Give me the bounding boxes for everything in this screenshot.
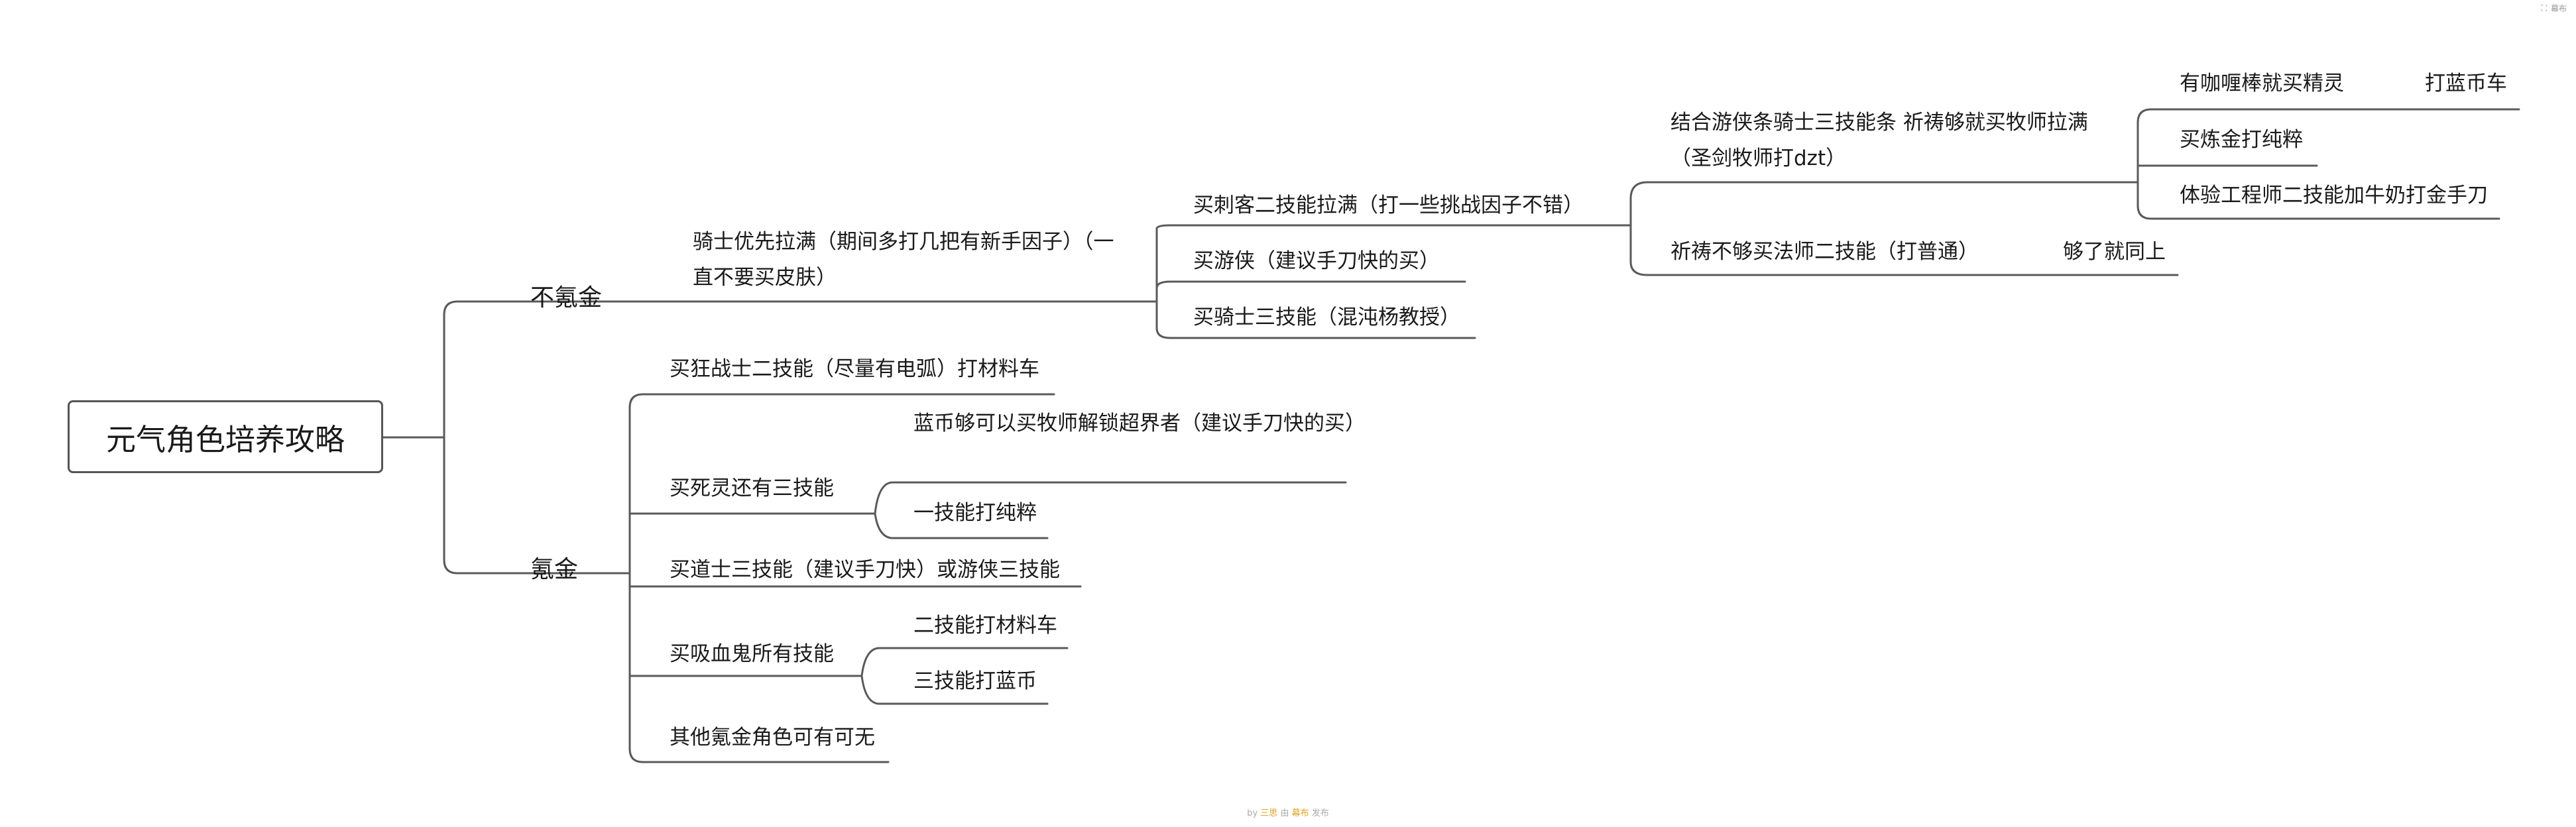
node-free-opt1-a[interactable]: 结合游侠条骑士三技能条 祈祷够就买牧师拉满（圣剑牧师打dzt） xyxy=(1670,111,2088,170)
node-paid-item4-b[interactable]: 三技能打蓝币 xyxy=(913,669,1037,693)
node-paid-item5[interactable]: 其他氪金角色可有可无 xyxy=(670,726,875,749)
node-paid-item1[interactable]: 买狂战士二技能（尽量有电弧）打材料车 xyxy=(670,357,1039,381)
node-free-opt1-b[interactable]: 祈祷不够买法师二技能（打普通） xyxy=(1670,240,1979,264)
node-free-opt3[interactable]: 买骑士三技能（混沌杨教授） xyxy=(1193,305,1460,329)
node-free-opt1-a-1[interactable]: 有咖喱棒就买精灵 xyxy=(2180,72,2344,95)
footer-via: 由 xyxy=(1280,808,1289,818)
fullscreen-icon[interactable]: ⛶ xyxy=(2541,3,2547,13)
root-title: 元气角色培养攻略 xyxy=(105,421,345,457)
fullscreen-control[interactable]: ⛶ 幕布 xyxy=(2542,3,2567,14)
branch-paid[interactable]: 氪金 xyxy=(530,556,579,583)
footer: by 三思 由 幕布 发布 xyxy=(0,806,2576,818)
node-free-opt1-b-1[interactable]: 够了就同上 xyxy=(2063,240,2166,264)
footer-author[interactable]: 三思 xyxy=(1260,808,1278,818)
node-paid-item4-a[interactable]: 二技能打材料车 xyxy=(913,614,1057,637)
node-paid-item2[interactable]: 买死灵还有三技能 xyxy=(670,476,834,500)
node-free-opt1[interactable]: 买刺客二技能拉满（打一些挑战因子不错） xyxy=(1193,193,1584,217)
footer-by: by xyxy=(1247,808,1258,818)
footer-platform[interactable]: 幕布 xyxy=(1291,808,1309,818)
node-paid-item2-b[interactable]: 一技能打纯粹 xyxy=(913,501,1037,525)
root-node[interactable]: 元气角色培养攻略 xyxy=(68,400,383,473)
node-free-opt1-a-3[interactable]: 体验工程师二技能加牛奶打金手刀 xyxy=(2180,184,2488,207)
footer-publish: 发布 xyxy=(1311,808,1329,818)
branch-free[interactable]: 不氪金 xyxy=(530,284,603,311)
node-paid-item2-a[interactable]: 蓝币够可以买牧师解锁超界者（建议手刀快的买） xyxy=(913,412,1366,435)
node-free-item1[interactable]: 骑士优先拉满（期间多打几把有新手因子）（一直不要买皮肤） xyxy=(693,230,1114,290)
node-free-opt1-a-2[interactable]: 买炼金打纯粹 xyxy=(2180,128,2303,152)
fullscreen-label: 幕布 xyxy=(2550,4,2567,13)
node-free-opt1-a-1-1[interactable]: 打蓝币车 xyxy=(2425,72,2507,95)
node-free-opt2[interactable]: 买游侠（建议手刀快的买） xyxy=(1193,249,1440,273)
node-paid-item3[interactable]: 买道士三技能（建议手刀快）或游侠三技能 xyxy=(670,558,1060,582)
node-paid-item4[interactable]: 买吸血鬼所有技能 xyxy=(670,642,834,666)
